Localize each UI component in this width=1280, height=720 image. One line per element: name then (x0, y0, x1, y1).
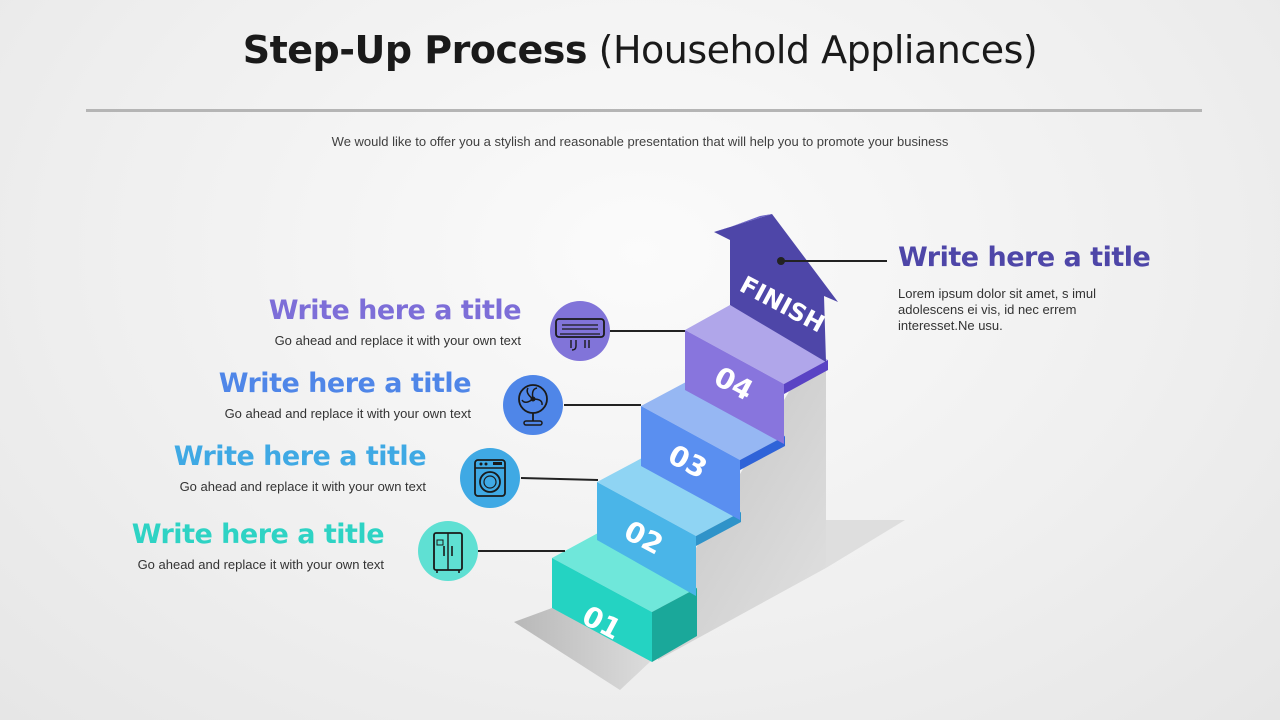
page-subtitle: We would like to offer you a stylish and… (331, 134, 949, 149)
fan-icon (503, 375, 563, 435)
step-01: 01 (552, 533, 697, 662)
title-bold: Step-Up Process (242, 28, 588, 72)
step-01-description: Go ahead and replace it with your own te… (137, 557, 384, 572)
step-04-text: Write here a title Go ahead and replace … (268, 295, 522, 348)
step-03: 03 (641, 382, 785, 520)
refrigerator-icon (418, 521, 478, 581)
air-conditioner-icon (550, 301, 610, 361)
step-02-title: Write here a title (173, 441, 427, 472)
connector-02 (520, 477, 599, 481)
step-03-text: Write here a title Go ahead and replace … (218, 368, 472, 421)
step-01-text: Write here a title Go ahead and replace … (131, 519, 385, 572)
step-03-description: Go ahead and replace it with your own te… (224, 406, 471, 421)
connector-finish-dot (777, 257, 785, 265)
step-04-description: Go ahead and replace it with your own te… (274, 333, 521, 348)
stair-floor-shadow (514, 608, 652, 690)
step-03-title: Write here a title (218, 368, 472, 399)
finish-description: Lorem ipsum dolor sit amet, s imul adole… (898, 286, 1096, 333)
step-04-title: Write here a title (268, 295, 522, 326)
step-02-description: Go ahead and replace it with your own te… (179, 479, 426, 494)
step-02-text: Write here a title Go ahead and replace … (173, 441, 427, 494)
page-title: Step-Up Process (Household Appliances) (0, 28, 1280, 72)
washing-machine-icon (460, 448, 520, 508)
step-04: 04 (685, 305, 828, 444)
step-01-title: Write here a title (131, 519, 385, 550)
finish-title: Write here a title (898, 242, 1151, 273)
finish-text: Write here a title Lorem ipsum dolor sit… (898, 242, 1151, 334)
stair-side-shadow (826, 520, 905, 568)
title-divider (86, 109, 1202, 112)
step-02: 02 (597, 458, 741, 596)
title-light: (Household Appliances) (598, 28, 1038, 72)
